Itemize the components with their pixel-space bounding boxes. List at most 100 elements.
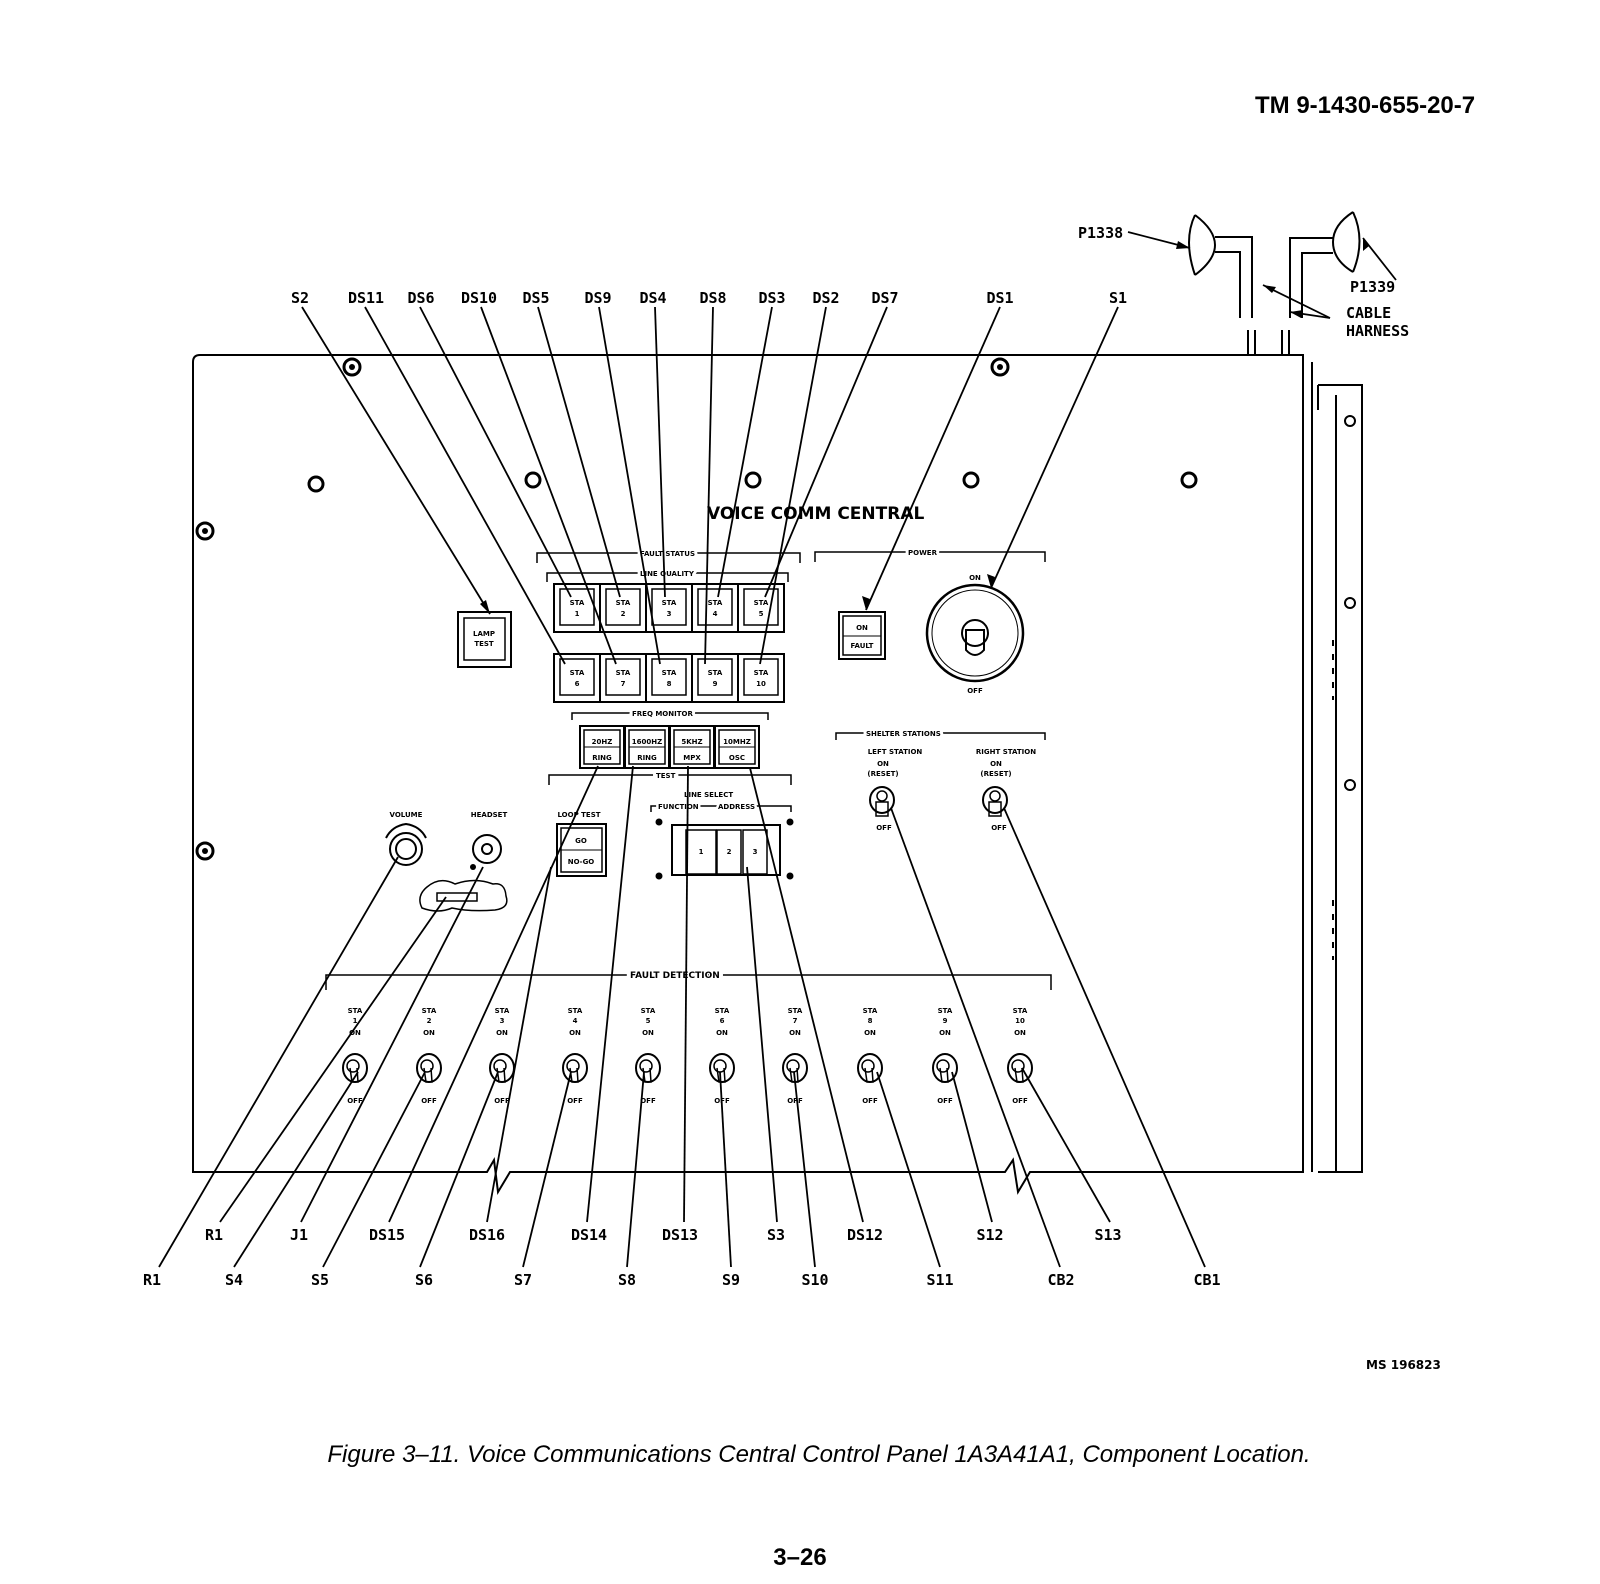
toggle-on-label: ON (864, 1029, 876, 1037)
figure-caption: Figure 3–11. Voice Communications Centra… (327, 1441, 1311, 1468)
line-quality-indicators: STA1STA2STA3STA4STA5STA6STA7STA8STA9STA1… (553, 583, 785, 703)
callout-harness: HARNESS (1346, 322, 1409, 340)
on-fault-bottom: FAULT (851, 642, 874, 650)
freq-monitor-button-3[interactable]: 5KHZ MPX (669, 725, 715, 769)
toggle-on-label: ON (716, 1029, 728, 1037)
callout-p1338: P1338 (1078, 224, 1123, 242)
right-station-on: ON (990, 760, 1002, 768)
callout-cable: CABLE (1346, 304, 1391, 322)
toggle-sta-number: 9 (943, 1017, 948, 1025)
toggle-on-label: ON (1014, 1029, 1026, 1037)
toggle-sta-label: STA (568, 1007, 583, 1015)
power-on-fault-indicator: ON FAULT (838, 611, 886, 660)
toggle-sta-label: STA (348, 1007, 363, 1015)
callout-s12: S12 (976, 1226, 1003, 1244)
line-select-switch[interactable]: 1 2 3 (655, 818, 794, 880)
callout-s9: S9 (722, 1271, 740, 1289)
loop-test-indicator: LOOP TEST GO NO-GO (556, 811, 607, 877)
freq-button-top: 20HZ (592, 738, 613, 746)
power-switch[interactable]: ON OFF (925, 574, 1025, 695)
right-station-switch[interactable]: RIGHT STATION ON (RESET) OFF (976, 748, 1036, 832)
sta-indicator-label: STA (616, 599, 631, 607)
callout-s1: S1 (1109, 289, 1127, 307)
toggle-off-label: OFF (1012, 1097, 1028, 1105)
freq-monitor-label: FREQ MONITOR (632, 710, 693, 718)
power-label: POWER (908, 549, 938, 557)
freq-button-bottom: MPX (683, 754, 701, 762)
sta-indicator-label: STA (570, 599, 585, 607)
sta-indicator-label: STA (754, 669, 769, 677)
callout-s4: S4 (225, 1271, 243, 1289)
callout-s10: S10 (801, 1271, 828, 1289)
callout-ds8: DS8 (699, 289, 726, 307)
callout-s11: S11 (926, 1271, 953, 1289)
on-fault-top: ON (856, 624, 868, 632)
toggle-sta-label: STA (422, 1007, 437, 1015)
lamp-test-label-bottom: TEST (474, 640, 494, 648)
page-number: 3–26 (773, 1544, 827, 1571)
fault-toggle-sta-9[interactable]: STA 9ON OFF (932, 1007, 958, 1105)
sta-indicator-number: 5 (759, 610, 764, 618)
callout-ds13: DS13 (662, 1226, 698, 1244)
toggle-on-label: ON (496, 1029, 508, 1037)
headset-label: HEADSET (471, 811, 508, 819)
toggle-on-label: ON (939, 1029, 951, 1037)
callout-ds10: DS10 (461, 289, 497, 307)
sta-indicator-label: STA (616, 669, 631, 677)
headset-jack[interactable]: HEADSET (419, 811, 508, 912)
toggle-on-label: ON (349, 1029, 361, 1037)
callout-r1: R1 (205, 1226, 223, 1244)
toggle-sta-number: 1 (353, 1017, 358, 1025)
left-station-switch[interactable]: LEFT STATION ON (RESET) OFF (867, 748, 922, 832)
freq-button-top: 1600HZ (632, 738, 662, 746)
toggle-on-label: ON (642, 1029, 654, 1037)
toggle-sta-number: 7 (793, 1017, 798, 1025)
sta-indicator-number: 8 (667, 680, 672, 688)
volume-label: VOLUME (390, 811, 423, 819)
toggle-sta-label: STA (715, 1007, 730, 1015)
p1338-plug (1188, 214, 1253, 318)
sta-indicator-number: 9 (713, 680, 718, 688)
sta-indicator-5: STA 5 (737, 583, 785, 633)
toggle-off-label: OFF (937, 1097, 953, 1105)
panel-outline (192, 354, 1304, 1195)
fault-status-label: FAULT STATUS (640, 550, 695, 558)
callout-ds7: DS7 (871, 289, 898, 307)
right-station-reset: (RESET) (980, 770, 1011, 778)
freq-monitor-button-1[interactable]: 20HZ RING (579, 725, 625, 769)
toggle-sta-number: 2 (427, 1017, 432, 1025)
toggle-on-label: ON (569, 1029, 581, 1037)
callout-s8: S8 (618, 1271, 636, 1289)
volume-control[interactable]: VOLUME (385, 811, 427, 866)
sta-indicator-label: STA (570, 669, 585, 677)
left-station-reset: (RESET) (867, 770, 898, 778)
freq-button-top: 5KHZ (681, 738, 702, 746)
freq-button-bottom: RING (592, 754, 612, 762)
leader-arrowheads (480, 238, 1369, 614)
callout-ds15: DS15 (369, 1226, 405, 1244)
lamp-test-button[interactable]: LAMP TEST (457, 611, 512, 668)
go-label: GO (575, 837, 587, 845)
sta-indicator-label: STA (708, 669, 723, 677)
freq-button-bottom: OSC (729, 754, 745, 762)
callout-cb2: CB2 (1047, 1271, 1074, 1289)
toggle-sta-label: STA (938, 1007, 953, 1015)
toggle-off-label: OFF (640, 1097, 656, 1105)
sta-indicator-label: STA (754, 599, 769, 607)
callout-s3: S3 (767, 1226, 785, 1244)
